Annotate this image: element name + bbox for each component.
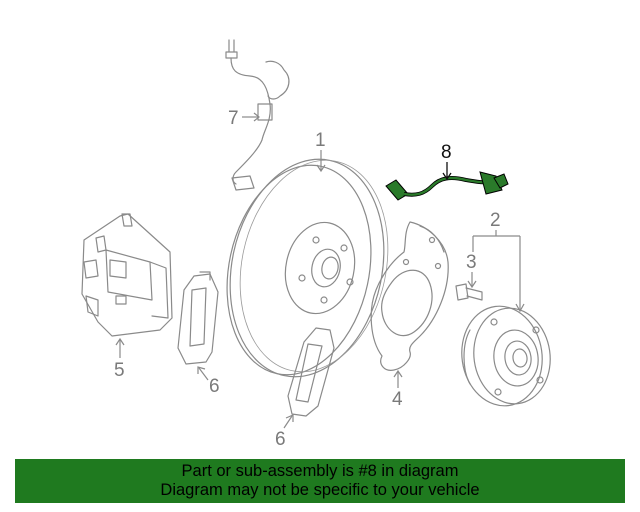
leader-2-right-arrow bbox=[515, 303, 525, 313]
callout-5: 5 bbox=[114, 360, 125, 381]
leader-8-arrow bbox=[442, 172, 452, 181]
leader-6b-arrow bbox=[285, 414, 294, 422]
part-2-hub-bearing[interactable] bbox=[455, 301, 556, 411]
callout-6a: 6 bbox=[209, 376, 220, 397]
callout-1: 1 bbox=[315, 130, 326, 151]
callout-3: 3 bbox=[466, 252, 477, 273]
leader-7-arrow bbox=[253, 112, 260, 122]
leader-6a-arrow bbox=[197, 366, 206, 374]
part-4-splash-shield[interactable] bbox=[370, 221, 449, 371]
callout-7-group: 7 bbox=[228, 108, 260, 129]
leader-3-arrow bbox=[467, 280, 477, 289]
part-6-brake-pad-outer[interactable] bbox=[287, 327, 335, 417]
callout-6b-group: 6 bbox=[275, 414, 294, 450]
leader-5-arrow bbox=[115, 337, 125, 346]
info-banner: Part or sub-assembly is #8 in diagram Di… bbox=[15, 459, 625, 503]
callout-5-group: 5 bbox=[114, 337, 125, 381]
callout-6a-group: 6 bbox=[197, 366, 220, 397]
callout-2-group: 2 bbox=[472, 210, 525, 313]
callout-1-group: 1 bbox=[315, 130, 326, 173]
banner-line-2: Diagram may not be specific to your vehi… bbox=[160, 481, 480, 499]
leader-6b bbox=[283, 415, 293, 429]
part-7-abs-wire[interactable] bbox=[225, 39, 290, 191]
callout-2: 2 bbox=[490, 210, 501, 231]
part-6-brake-pad-inner[interactable] bbox=[177, 271, 219, 365]
part-1-brake-rotor[interactable] bbox=[208, 145, 406, 391]
callout-3-group: 3 bbox=[466, 252, 477, 289]
part-3-wheel-stud[interactable] bbox=[455, 283, 483, 301]
leader-1-arrow bbox=[316, 164, 326, 173]
leader-6a bbox=[198, 367, 209, 381]
callout-4-group: 4 bbox=[392, 369, 403, 410]
callout-6b: 6 bbox=[275, 429, 286, 450]
callout-8: 8 bbox=[441, 142, 452, 163]
callout-8-group: 8 bbox=[441, 142, 452, 181]
leader-4-arrow bbox=[393, 369, 403, 378]
banner-line-1: Part or sub-assembly is #8 in diagram bbox=[181, 462, 459, 480]
callout-7: 7 bbox=[228, 108, 239, 129]
part-5-caliper[interactable] bbox=[81, 213, 173, 337]
callout-4: 4 bbox=[392, 389, 403, 410]
